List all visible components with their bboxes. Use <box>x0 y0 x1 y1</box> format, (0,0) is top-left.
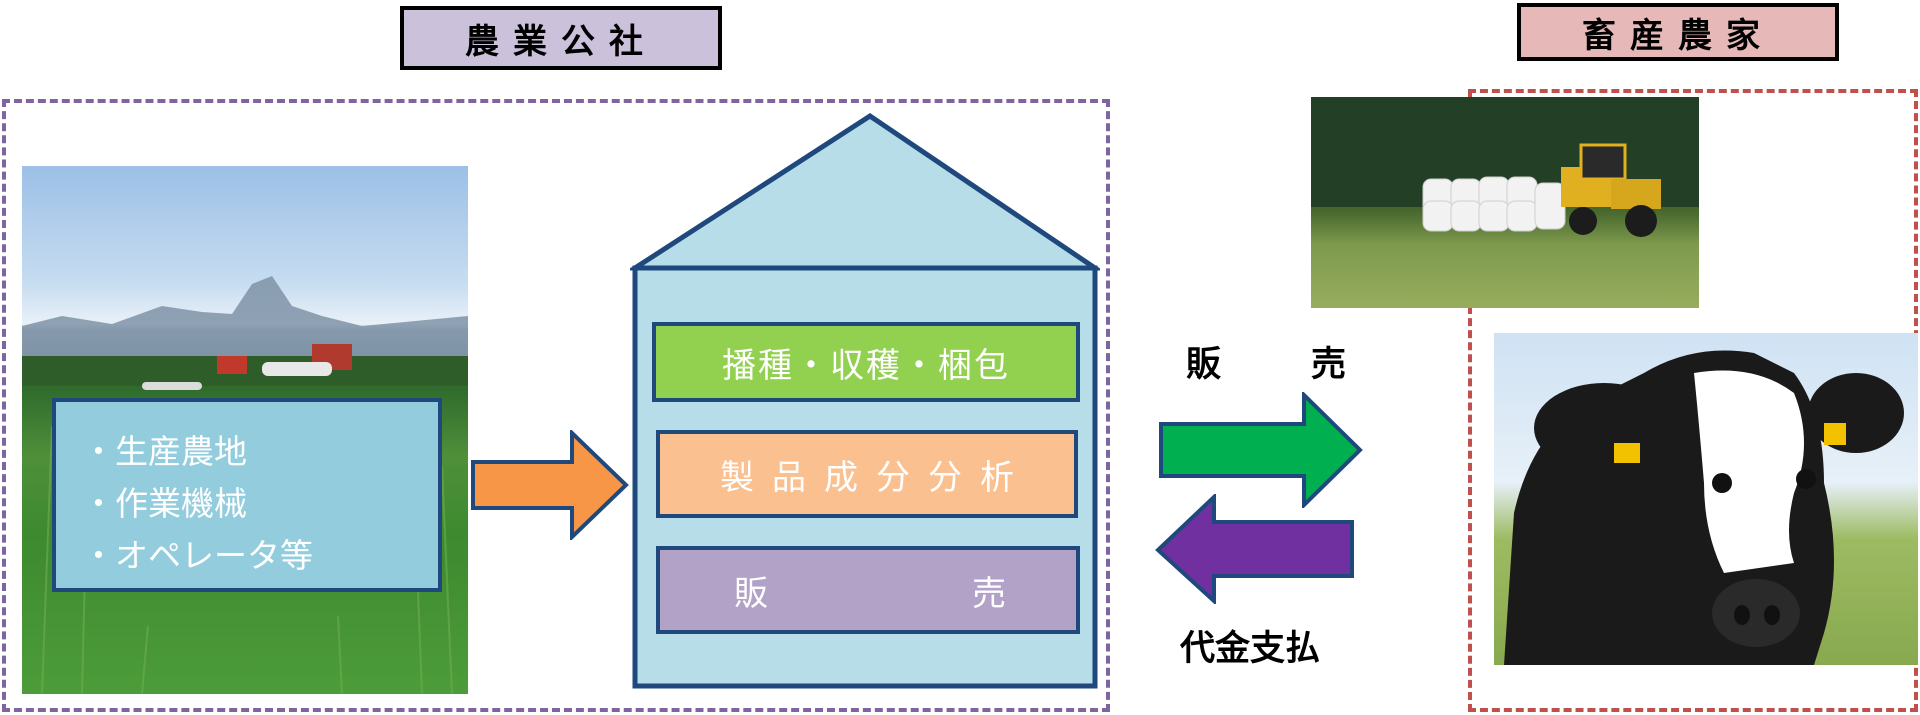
sales-bar: 販 売 <box>656 546 1080 634</box>
sale-label-char-2: 売 <box>1310 345 1346 385</box>
agricultural-corporation-title: 農業公社 <box>400 6 722 70</box>
payment-label: 代金支払 <box>1180 629 1321 669</box>
sales-bar-char-1: 販 <box>734 573 768 614</box>
asset-item-farmland: ・生産農地 <box>82 432 247 471</box>
asset-item-operators: ・オペレータ等 <box>82 536 313 575</box>
green-sale-arrow-icon <box>1159 392 1363 508</box>
livestock-farmer-title: 畜産農家 <box>1517 3 1839 61</box>
asset-item-machinery: ・作業機械 <box>82 484 247 523</box>
agricultural-corporation-region <box>2 99 1110 712</box>
sale-label: 販 売 <box>1186 336 1346 387</box>
sale-label-char-1: 販 <box>1186 345 1222 385</box>
sales-bar-char-2: 売 <box>972 573 1006 614</box>
farmland-scene-icon <box>22 276 468 694</box>
purple-payment-arrow-icon <box>1155 494 1354 604</box>
seeding-harvest-packing-bar: 播種・収穫・梱包 <box>652 322 1080 402</box>
corporation-assets-box: ・生産農地 ・作業機械 ・オペレータ等 <box>52 398 442 592</box>
hay-bales-scene-icon <box>1311 97 1699 237</box>
hay-bales-loader-photo <box>1311 97 1699 308</box>
product-component-analysis-bar: 製品成分分析 <box>656 430 1078 518</box>
cow-head-icon <box>1504 350 1904 665</box>
holstein-cow-photo <box>1494 333 1918 665</box>
orange-arrow-icon <box>471 430 629 540</box>
